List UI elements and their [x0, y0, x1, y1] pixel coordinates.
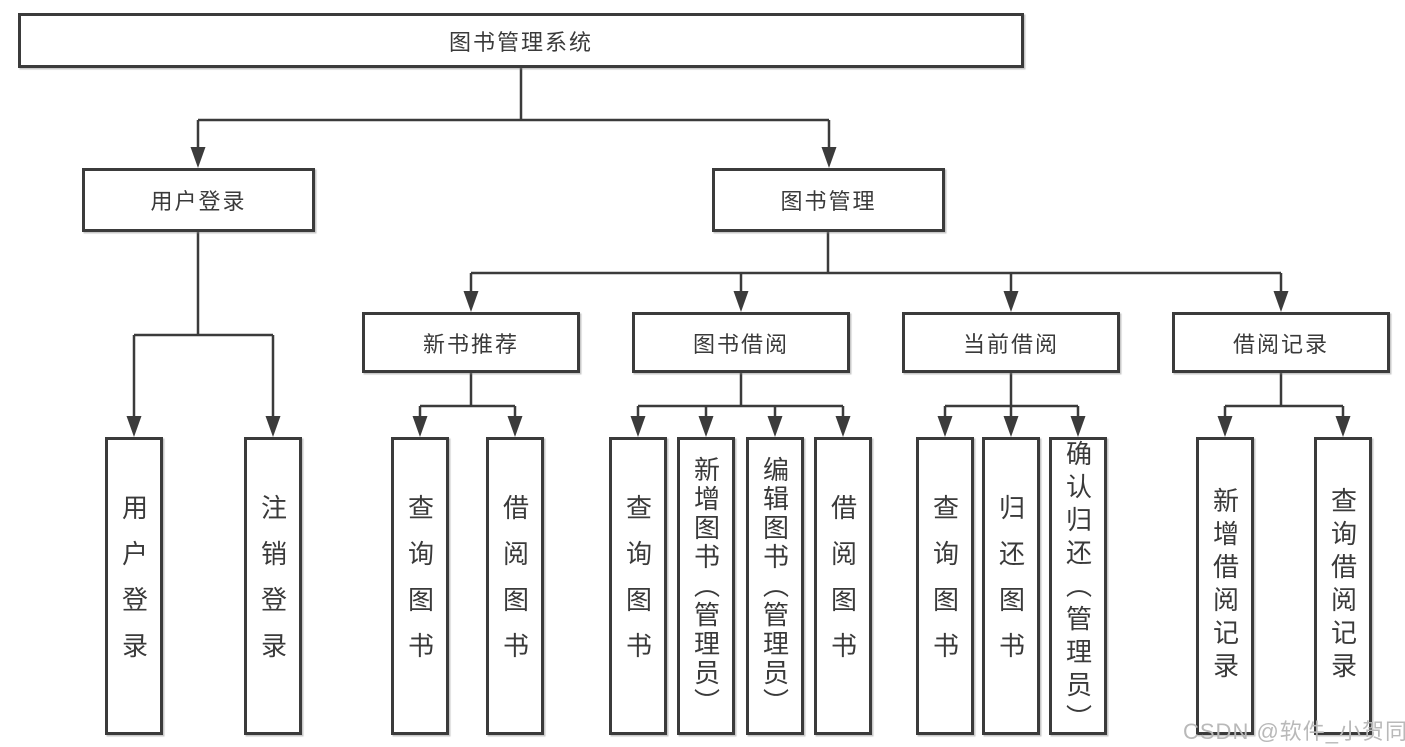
leaf-node-user-login: 用户登录 [105, 437, 163, 735]
leaf-node-newbooks-query-books: 查询图书 [391, 437, 449, 735]
root-node-library-system: 图书管理系统 [18, 13, 1024, 68]
leaf-node-borrowing-borrow-books: 借阅图书 [814, 437, 872, 735]
arrowhead-icons [126, 147, 1351, 437]
leaf-node-borrowing-query-books: 查询图书 [609, 437, 667, 735]
leaf-node-newbooks-borrow-books: 借阅图书 [486, 437, 544, 735]
leaf-node-records-query-record: 查询借阅记录 [1314, 437, 1372, 735]
branch-node-user-login: 用户登录 [82, 168, 315, 232]
module-node-current-borrowing: 当前借阅 [902, 312, 1120, 373]
module-node-borrow-records: 借阅记录 [1172, 312, 1390, 373]
leaf-node-current-confirm-return-admin: 确认归还（管理员） [1049, 437, 1107, 737]
module-node-new-book-recommend: 新书推荐 [362, 312, 580, 373]
branch-node-book-management: 图书管理 [712, 168, 945, 232]
leaf-node-logout: 注销登录 [244, 437, 302, 735]
module-node-book-borrowing: 图书借阅 [632, 312, 850, 373]
csdn-watermark: CSDN @软件_小贺同学 [1183, 719, 1405, 744]
leaf-node-borrowing-add-books-admin: 新增图书（管理员） [677, 437, 735, 735]
tree-edges [132, 68, 1345, 421]
leaf-node-borrowing-edit-books-admin: 编辑图书（管理员） [746, 437, 804, 735]
leaf-node-current-return-books: 归还图书 [982, 437, 1040, 735]
leaf-node-current-query-books: 查询图书 [916, 437, 974, 735]
leaf-node-records-add-record: 新增借阅记录 [1196, 437, 1254, 735]
